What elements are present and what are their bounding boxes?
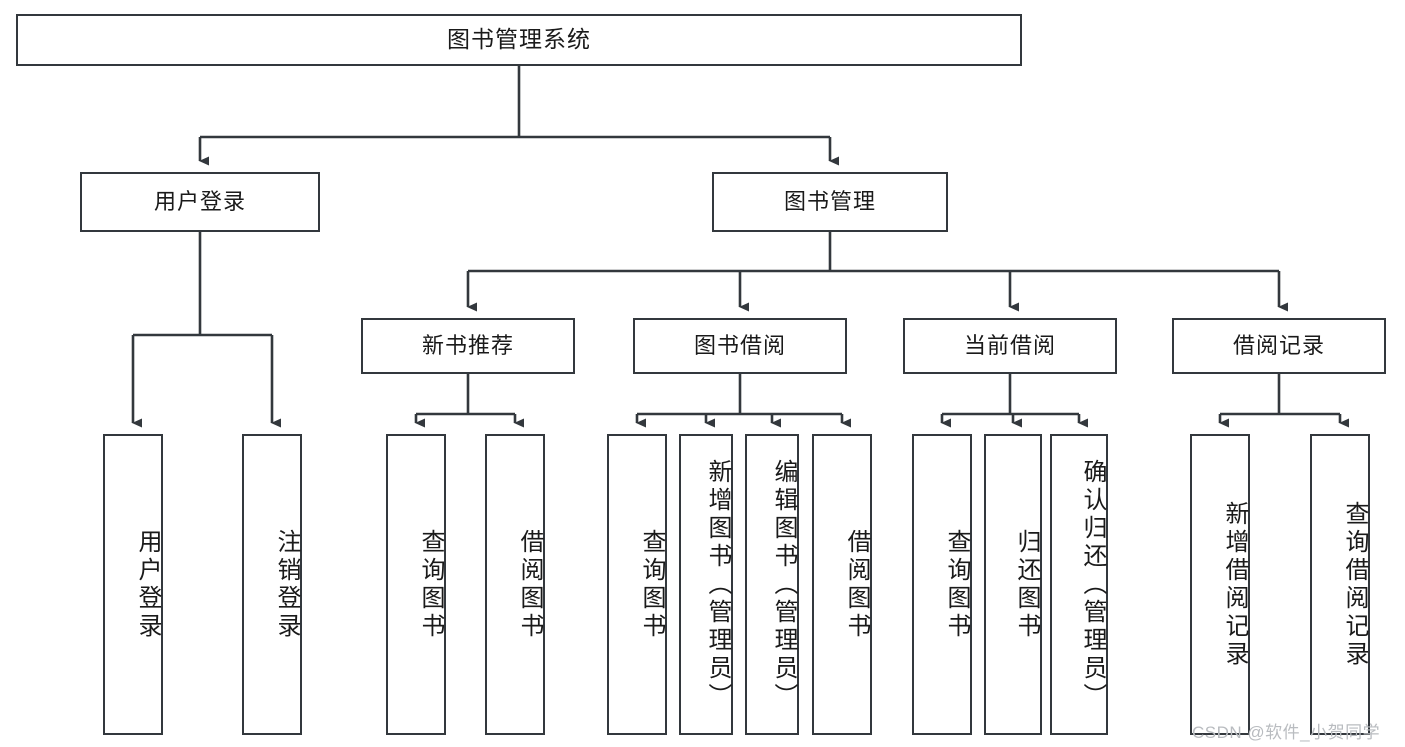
leaf-confirm-return-admin[interactable]: 确认归还（管理员） [1050, 434, 1108, 735]
leaf-query-book-recommend[interactable]: 查询图书 [386, 434, 446, 735]
node-label: 用户登录 [134, 528, 161, 641]
node-label: 注销登录 [273, 528, 300, 641]
node-label: 当前借阅 [963, 332, 1056, 358]
node-new-book-recommend[interactable]: 新书推荐 [361, 318, 575, 374]
node-label: 图书管理系统 [447, 26, 591, 53]
node-label: 查询借阅记录 [1341, 500, 1368, 669]
leaf-add-book-admin[interactable]: 新增图书（管理员） [679, 434, 733, 735]
leaf-query-book-borrow[interactable]: 查询图书 [607, 434, 667, 735]
leaf-borrow-book[interactable]: 借阅图书 [812, 434, 872, 735]
leaf-user-login[interactable]: 用户登录 [103, 434, 163, 735]
node-root[interactable]: 图书管理系统 [16, 14, 1022, 66]
leaf-borrow-book-recommend[interactable]: 借阅图书 [485, 434, 545, 735]
node-label: 新增图书（管理员） [704, 458, 731, 711]
node-label: 编辑图书（管理员） [770, 458, 797, 711]
csdn-watermark: CSDN @软件_小贺同学 [1192, 723, 1381, 742]
node-user-login[interactable]: 用户登录 [80, 172, 320, 232]
node-borrow-records[interactable]: 借阅记录 [1172, 318, 1386, 374]
node-book-borrow[interactable]: 图书借阅 [633, 318, 847, 374]
node-label: 借阅图书 [516, 528, 543, 641]
leaf-return-book[interactable]: 归还图书 [984, 434, 1042, 735]
node-label: 归还图书 [1013, 528, 1040, 641]
node-label: 查询图书 [943, 528, 970, 641]
leaf-logout-login[interactable]: 注销登录 [242, 434, 302, 735]
node-book-management[interactable]: 图书管理 [712, 172, 948, 232]
node-label: 新增借阅记录 [1221, 500, 1248, 669]
node-label: 新书推荐 [421, 332, 514, 358]
leaf-query-book-current[interactable]: 查询图书 [912, 434, 972, 735]
node-label: 图书管理 [783, 188, 876, 214]
node-label: 借阅记录 [1232, 332, 1325, 358]
node-current-borrow[interactable]: 当前借阅 [903, 318, 1117, 374]
node-label: 用户登录 [153, 188, 246, 214]
node-label: 借阅图书 [843, 528, 870, 641]
node-label: 图书借阅 [693, 332, 786, 358]
leaf-query-borrow-record[interactable]: 查询借阅记录 [1310, 434, 1370, 735]
node-label: 查询图书 [417, 528, 444, 641]
leaf-add-borrow-record[interactable]: 新增借阅记录 [1190, 434, 1250, 735]
node-label: 查询图书 [638, 528, 665, 641]
leaf-edit-book-admin[interactable]: 编辑图书（管理员） [745, 434, 799, 735]
node-label: 确认归还（管理员） [1079, 458, 1106, 711]
